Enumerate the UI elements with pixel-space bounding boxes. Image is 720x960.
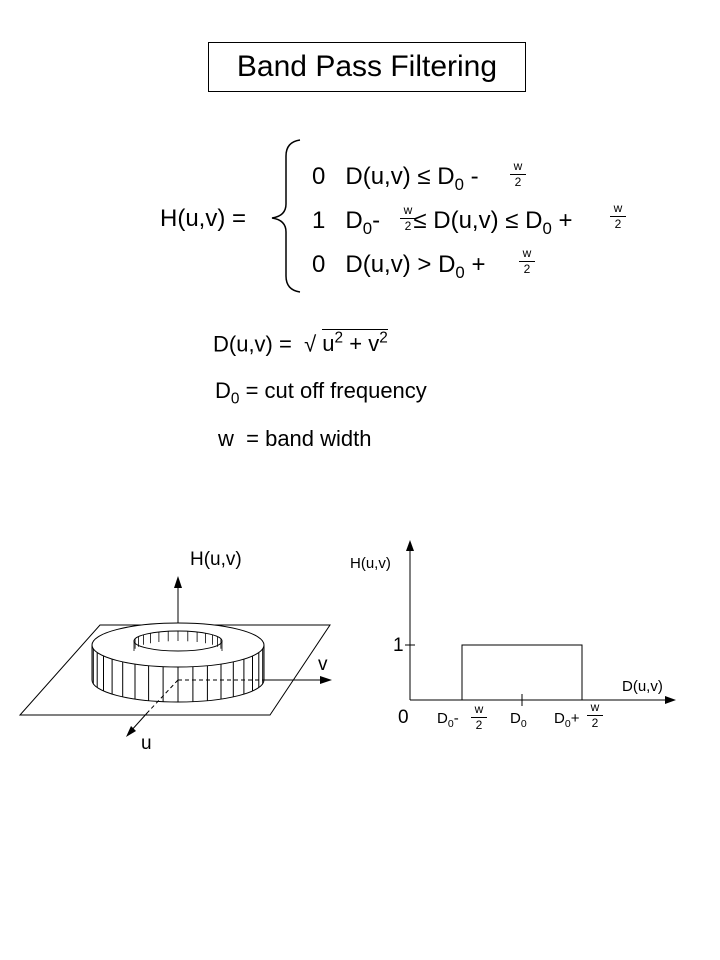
case1-row: 0 D(u,v) ≤ D0 - — [312, 163, 479, 194]
x-label-mid: D0 — [510, 710, 527, 730]
y-tick-1: 1 — [393, 635, 404, 656]
axis-u-label: u — [141, 733, 152, 754]
x-label-left: D0- — [437, 710, 459, 730]
plot-xlabel: D(u,v) — [622, 678, 663, 695]
passband-line — [410, 644, 583, 701]
x-label-right: D0+ — [554, 710, 580, 730]
cutoff-definition: D0 = cut off frequency — [215, 378, 427, 408]
bandwidth-definition: w = band width — [218, 426, 372, 451]
case2-row: 1 D0- ≤ D(u,v) ≤ D0 + — [312, 207, 573, 238]
case3-row: 0 D(u,v) > D0 + — [312, 251, 486, 282]
y-tick-0: 0 — [398, 707, 409, 728]
distance-definition: D(u,v) = √ u2 + v2 — [213, 329, 388, 357]
page-title: Band Pass Filtering — [208, 42, 526, 92]
axis-v-label: v — [318, 654, 328, 675]
plot-ylabel: H(u,v) — [350, 555, 391, 572]
axis-h-label: H(u,v) — [190, 549, 242, 570]
equation-lhs: H(u,v) = — [160, 205, 247, 232]
